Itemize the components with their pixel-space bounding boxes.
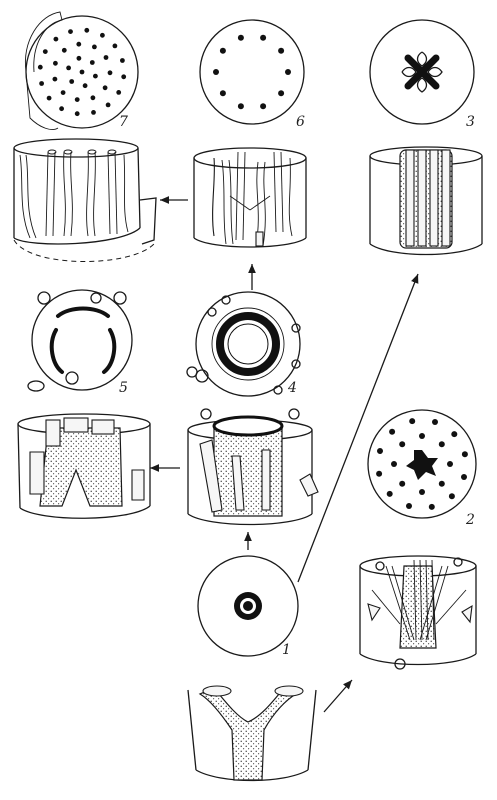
vascular-bundle-dot [451,431,458,438]
vascular-bundle-dot [438,480,445,487]
vascular-bundle-dot [461,451,468,458]
stage-6-cylinder [193,147,307,248]
vascular-bundle-dot [406,503,412,509]
vascular-bundle-dot [260,34,267,41]
stage-6-cross-section [199,19,305,125]
vascular-bundle-dot [93,73,98,79]
vascular-bundle-dot [61,47,67,53]
vascular-bundle-dot [107,70,113,76]
vascular-bundle-dot [74,111,80,117]
stage-1-cylinder [187,685,317,782]
vascular-bundle-dot [76,41,82,47]
vascular-bundle-dot [219,47,226,54]
vascular-bundle-dot [53,36,59,42]
stage-4-cross-section [186,291,301,397]
arrow-1-to-3 [297,273,419,583]
vascular-bundle-dot [52,76,58,82]
vascular-bundle-dot [389,428,396,435]
vascular-bundle-dot [419,489,425,495]
vascular-bundle-dot [69,79,75,84]
vascular-bundle-dot [260,103,267,110]
stage-2-cylinder [359,555,477,670]
vascular-bundle-dot [103,55,109,60]
vascular-bundle-dot [102,85,108,91]
vascular-bundle-dot [377,448,383,454]
vascular-bundle-dot [74,97,80,102]
stage-4-label: 4 [287,380,297,396]
vascular-bundle-dot [84,27,90,33]
stage-6-label: 6 [296,114,305,130]
vascular-bundle-dot [432,419,438,425]
stage-5-label: 5 [119,380,128,396]
vascular-bundle-dot [219,90,226,97]
vascular-bundle-dot [37,64,43,70]
stage-3-cylinder [369,146,483,256]
vascular-bundle-dot [376,470,383,477]
vascular-bundle-dot [46,95,52,101]
stage-7-cross-section [24,11,139,130]
vascular-bundle-dot [105,102,111,108]
stage-2-cross-section [367,409,477,519]
vascular-bundle-dot [278,90,285,97]
vascular-bundle-dot [237,34,244,41]
vascular-bundle-dot [447,461,453,467]
stage-1-cross-section [197,555,299,657]
vascular-bundle-dot [121,74,127,80]
vascular-bundle-dot [90,95,96,101]
vascular-bundle-dot [91,110,96,115]
vascular-bundle-dot [237,103,244,110]
vascular-bundle-dot [399,441,406,448]
vascular-bundle-dot [39,81,44,86]
arrow-1-to-2 [323,679,353,713]
vascular-bundle-dot [409,418,416,425]
stage-3-cross-section [369,19,475,125]
stage-2-label: 2 [465,512,475,528]
vascular-bundle-dot [59,106,64,112]
vascular-bundle-dot [68,29,73,34]
vascular-bundle-dot [112,43,118,49]
vascular-bundle-dot [213,69,219,75]
vascular-bundle-dot [89,60,95,65]
vascular-bundle-dot [419,433,425,439]
stage-5-cylinder [17,413,151,519]
vascular-bundle-dot [116,90,122,95]
vascular-bundle-dot [82,83,88,89]
vascular-bundle-dot [66,65,71,71]
vascular-bundle-dot [448,493,455,500]
vascular-bundle-dot [278,47,285,54]
vascular-bundle-dot [92,44,97,50]
vascular-bundle-dot [438,441,445,448]
vascular-bundle-dot [399,480,406,487]
stage-5-cross-section [27,289,133,392]
stage-7-label: 7 [119,114,128,130]
vascular-bundle-dot [60,90,66,95]
vascular-bundle-dot [79,69,85,75]
vascular-bundle-dot [428,503,435,510]
stage-3-label: 3 [466,114,475,130]
vascular-bundle-dot [100,32,105,38]
vascular-bundle-dot [53,60,58,66]
vascular-bundle-dot [42,49,48,54]
arrows [150,196,419,713]
vascular-bundle-dot [285,69,291,75]
vascular-bundle-dot [391,461,397,467]
stage-7-cylinder [13,138,157,263]
stage-1-label: 1 [282,642,291,658]
vascular-bundle-dot [461,474,467,480]
vascular-bundle-dot [76,55,82,61]
vascular-bundle-dot [386,490,393,497]
vascular-bundle-dot [120,58,125,63]
stage-4-cylinder [187,408,319,526]
